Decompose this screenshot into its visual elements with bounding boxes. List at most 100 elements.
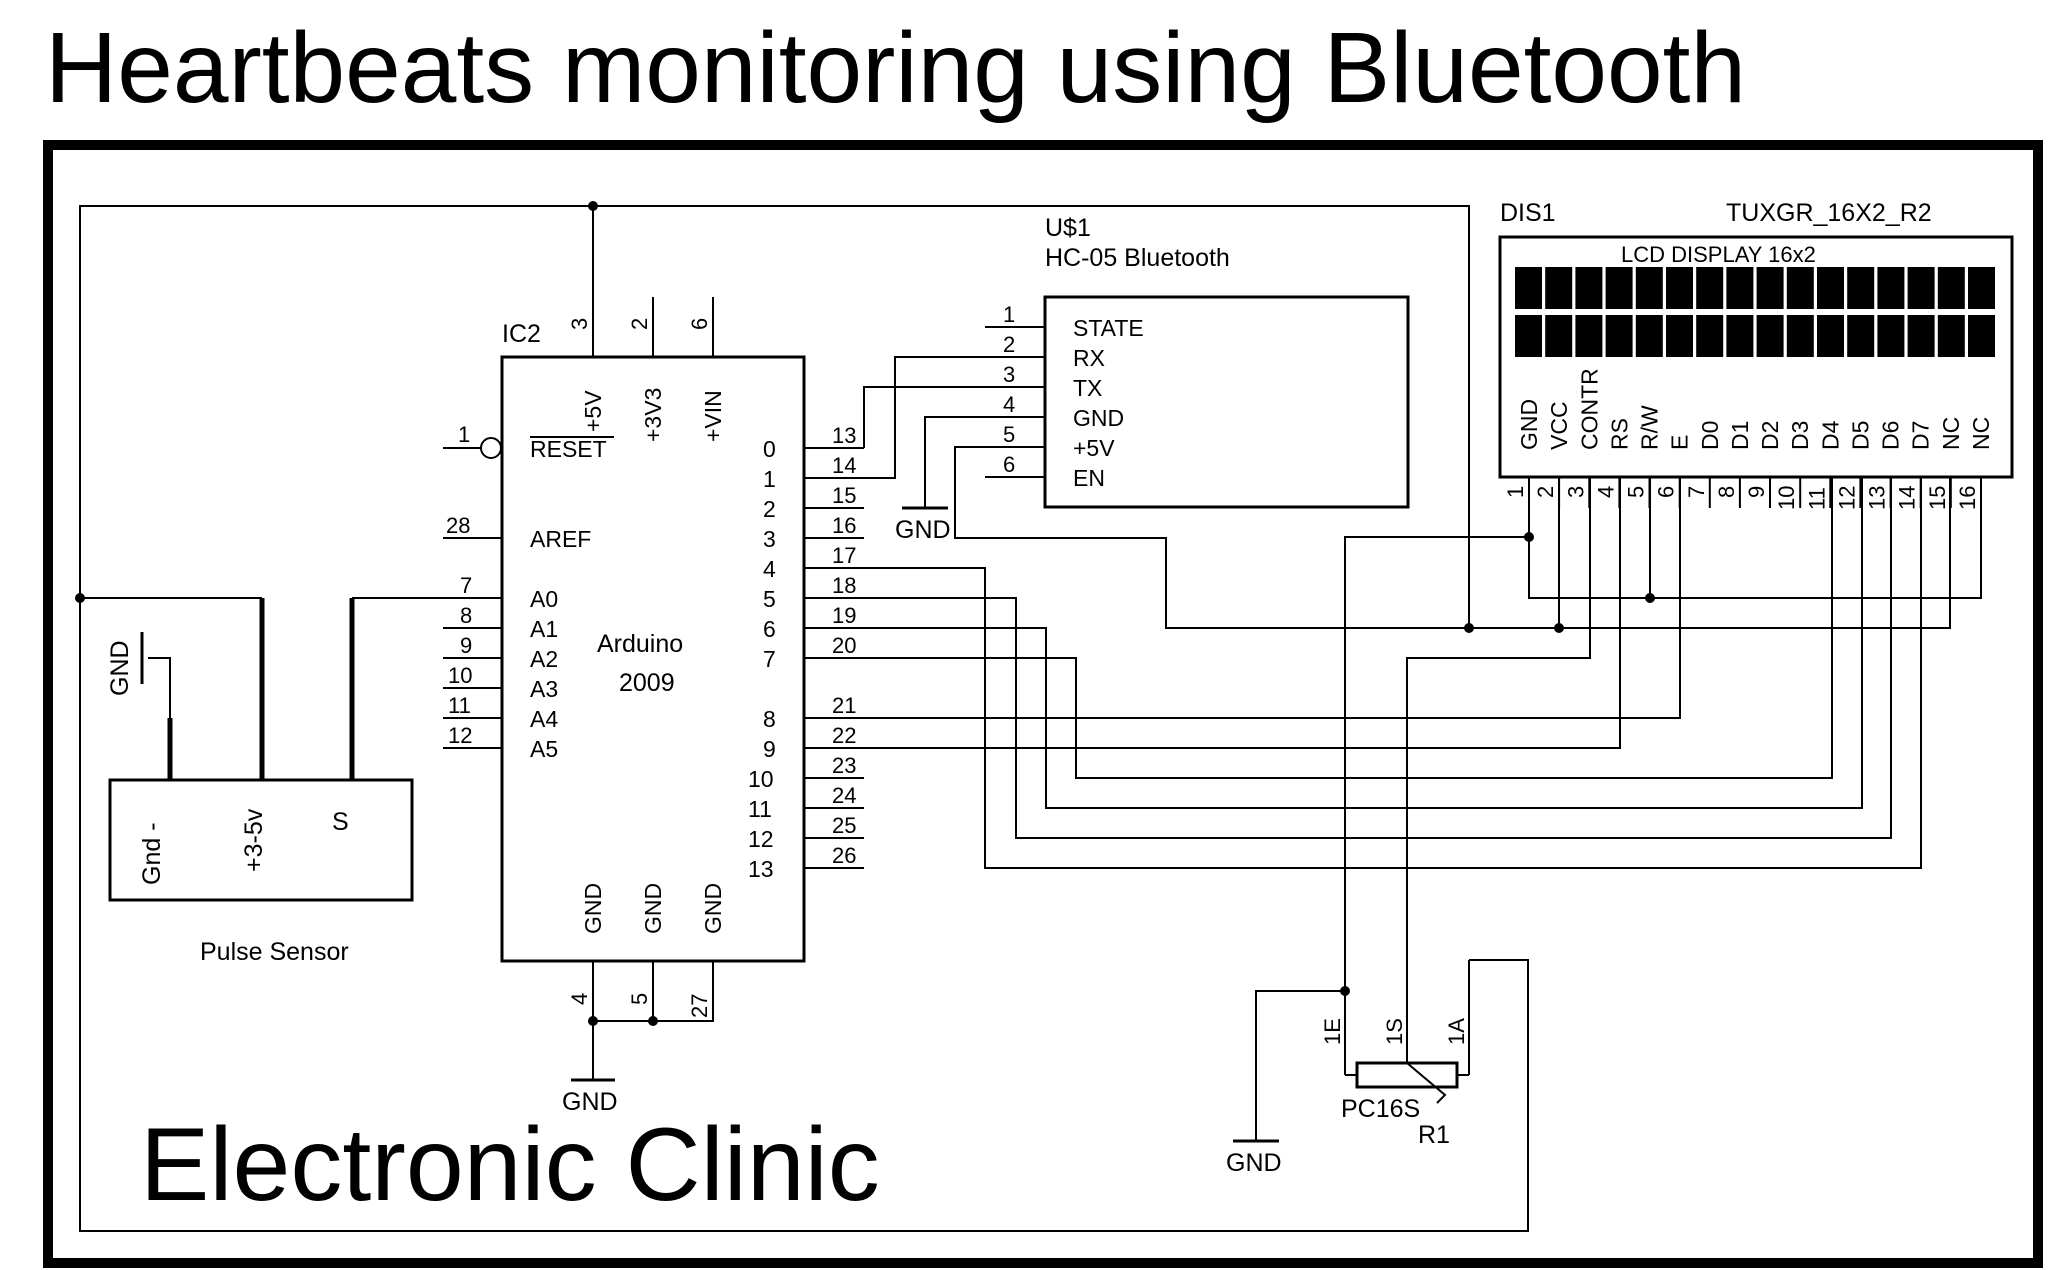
lcd-cell [1786,315,1814,357]
lcd-pin-num: 13 [1865,486,1890,510]
bt-pin-num-1: 1 [1003,302,1015,327]
bt-pin-num-5: 5 [1003,422,1015,447]
pulse-pin-signal: S [332,808,349,836]
arduino-gnd-label: GND [562,1088,618,1116]
lcd-cell [1817,315,1844,357]
bluetooth-name: HC-05 Bluetooth [1045,244,1230,272]
lcd-pin-num: 5 [1624,486,1649,498]
pot-body [1355,1061,1459,1089]
arduino-pin-d6: 6 [763,616,776,642]
arduino-pin-num-25: 25 [832,813,856,838]
arduino-pin-d9: 9 [763,736,776,762]
arduino-pin-d7: 7 [763,646,776,672]
lcd-caption: LCD DISPLAY 16x2 [1621,242,1816,267]
arduino-pin-num-14: 14 [832,453,856,478]
arduino-pin-num-22: 22 [832,723,856,748]
lcd-cell [1696,267,1724,309]
lcd-cell [1756,315,1784,357]
lcd-cell [1726,267,1754,309]
lcd-pin-num: 3 [1563,486,1588,498]
bt-pin-num-6: 6 [1003,452,1015,477]
lcd-cell [1877,315,1905,357]
arduino-pin-num-20: 20 [832,633,856,658]
arduino-pin-a5: A5 [530,736,558,762]
pot-pin-1e: 1E [1320,1018,1345,1045]
arduino-pin-num-15: 15 [832,483,856,508]
bluetooth-body [1043,295,1410,509]
arduino-pin-d2: 2 [763,496,776,522]
lcd-pin-num: 7 [1684,486,1709,498]
potentiometer-block: 1E 1S 1A PC16S R1 GND [1226,960,1470,1177]
arduino-pin-d3: 3 [763,526,776,552]
pot-gnd-label: GND [1226,1149,1282,1177]
lcd-cell [1817,267,1844,309]
lcd-pin-name: D0 [1697,421,1723,450]
lcd-pin-name: NC [1938,417,1964,450]
arduino-pin-d10: 10 [748,766,774,792]
lcd-pin-name: D3 [1787,421,1813,450]
arduino-pin-3v3: +3V3 [640,388,666,442]
arduino-pin-aref: AREF [530,526,591,552]
lcd-cell [1937,315,1965,357]
bt-pin-tx: TX [1073,375,1102,401]
pulse-sensor-block: Gnd - +3-5v S Pulse Sensor GND [106,598,414,966]
arduino-pin-num-5: 5 [627,993,652,1005]
lcd-pin-num: 6 [1654,486,1679,498]
lcd-pin-num: 2 [1533,486,1558,498]
lcd-cell [1726,315,1754,357]
arduino-pin-vin: +VIN [700,390,726,442]
arduino-pin-a1: A1 [530,616,558,642]
lcd-cell [1968,315,1995,357]
pot-model: PC16S [1341,1095,1420,1123]
diagram-title: Heartbeats monitoring using Bluetooth [45,12,1746,124]
arduino-pin-num-23: 23 [832,753,856,778]
lcd-cell [1666,315,1693,357]
pulse-pin-vcc: +3-5v [240,808,268,872]
arduino-pin-num-1: 1 [458,422,470,447]
bt-pin-state: STATE [1073,315,1144,341]
arduino-digital-pins: 13 14 15 16 17 18 19 20 21 22 23 24 25 2… [748,423,864,882]
lcd-pin-name: D1 [1727,421,1753,450]
bt-pin-en: EN [1073,465,1105,491]
lcd-pin-num: 15 [1925,486,1950,510]
arduino-pin-gnd-5: GND [640,883,666,934]
lcd-cell [1847,315,1875,357]
arduino-pin-num-11: 11 [448,693,471,718]
arduino-pin-num-9: 9 [460,633,472,658]
bt-pin-rx: RX [1073,345,1105,371]
wiring [75,201,1982,1232]
lcd-pin-num: 16 [1955,486,1980,510]
pulse-sensor-label: Pulse Sensor [200,938,349,966]
lcd-designator: DIS1 [1500,199,1556,227]
lcd-pin-name: D4 [1817,420,1843,450]
arduino-pin-d13: 13 [748,856,774,882]
bt-pin-num-4: 4 [1003,392,1015,417]
lcd-cell [1515,267,1542,309]
lcd-cell [1847,267,1875,309]
pot-pin-1s: 1S [1382,1018,1407,1045]
pulse-gnd-label: GND [106,640,134,696]
lcd-cell [1635,267,1663,309]
bluetooth-designator: U$1 [1045,214,1091,242]
arduino-pin-d11: 11 [748,796,772,822]
arduino-pin-num-16: 16 [832,513,856,538]
arduino-pin-a3: A3 [530,676,558,702]
arduino-pin-num-10: 10 [448,663,472,688]
lcd-pin-name: D7 [1908,421,1934,450]
lcd-cell [1756,267,1784,309]
arduino-pin-num-12: 12 [448,723,472,748]
lcd-cell [1575,267,1603,309]
lcd-model: TUXGR_16X2_R2 [1726,199,1932,227]
lcd-pin-name: D6 [1878,421,1904,450]
lcd-cell [1666,267,1693,309]
lcd-cell [1605,267,1633,309]
arduino-pin-num-17: 17 [832,543,856,568]
arduino-pin-a4: A4 [530,706,558,732]
arduino-pin-d5: 5 [763,586,776,612]
arduino-pin-d0: 0 [763,436,776,462]
lcd-pin-name: RS [1606,418,1632,450]
lcd-cell [1786,267,1814,309]
lcd-block: DIS1 TUXGR_16X2_R2 LCD DISPLAY 16x2 GND1… [1498,199,2014,510]
